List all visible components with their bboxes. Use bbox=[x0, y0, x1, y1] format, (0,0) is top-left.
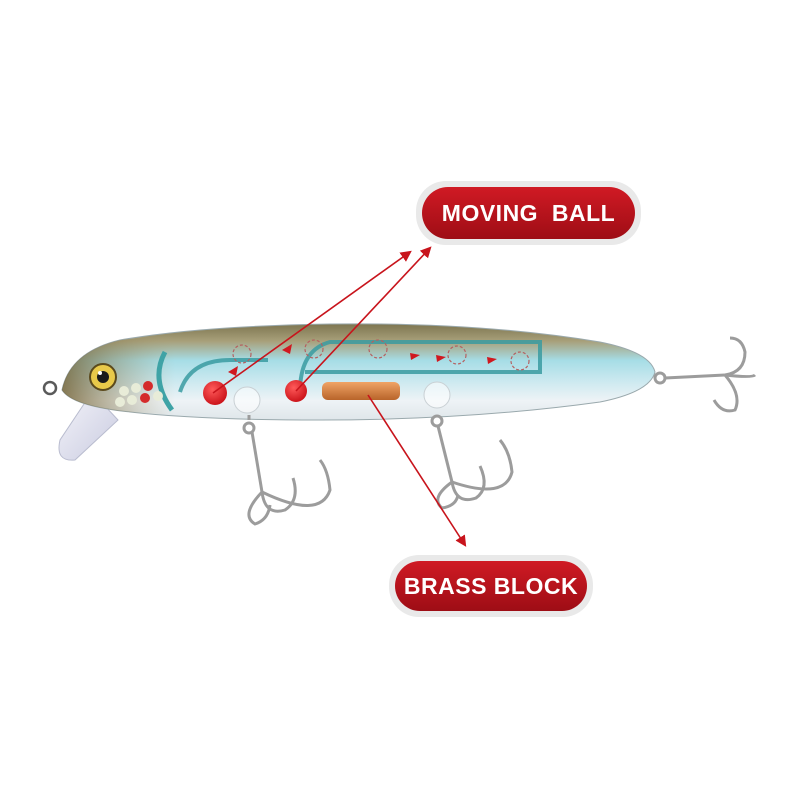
motion-arrows bbox=[228, 344, 497, 376]
treble-hook-tail bbox=[653, 336, 757, 413]
arrow-icon bbox=[295, 246, 432, 392]
head-beads bbox=[115, 381, 163, 407]
ball-positions bbox=[232, 339, 530, 371]
brass-block bbox=[322, 382, 400, 400]
arrow-icon bbox=[367, 394, 467, 547]
treble-hook-front bbox=[242, 415, 332, 526]
treble-hook-belly bbox=[430, 414, 514, 510]
brass-block-label: BRASS BLOCK bbox=[395, 561, 587, 611]
line-tie-ring bbox=[42, 380, 58, 396]
eye-highlight bbox=[98, 371, 102, 375]
lure-lip bbox=[58, 391, 119, 461]
arrow-icon bbox=[212, 250, 412, 394]
ball-track bbox=[178, 340, 542, 393]
moving-ball-label: MOVING BALL bbox=[422, 187, 635, 239]
weight-housings bbox=[233, 381, 451, 414]
gill-line bbox=[156, 350, 175, 412]
